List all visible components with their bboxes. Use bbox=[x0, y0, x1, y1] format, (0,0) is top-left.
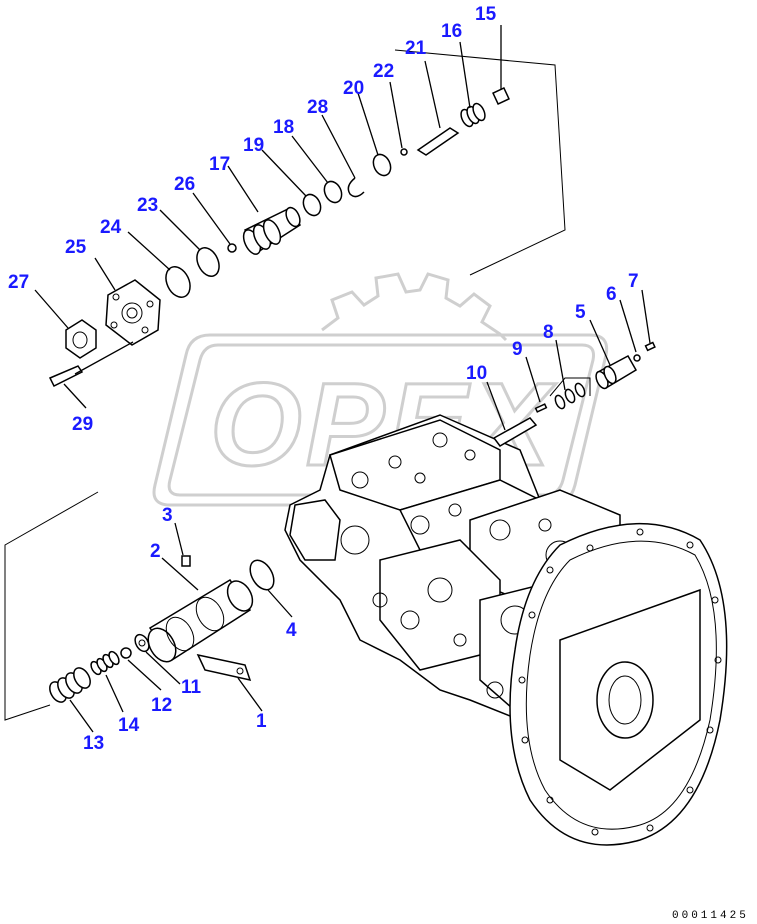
callout-10: 10 bbox=[466, 363, 487, 384]
right-parts bbox=[492, 341, 656, 447]
callout-6: 6 bbox=[606, 284, 617, 305]
callout-8: 8 bbox=[543, 322, 554, 343]
part-2-sleeve bbox=[147, 578, 254, 663]
part-3-plug bbox=[181, 555, 191, 567]
callout-26: 26 bbox=[174, 174, 195, 195]
callout-24: 24 bbox=[100, 217, 122, 238]
callout-9: 9 bbox=[512, 339, 523, 360]
part-26-nut bbox=[227, 243, 237, 253]
part-28-snap-ring bbox=[347, 177, 365, 198]
drawing-number: 00011425 bbox=[672, 910, 749, 922]
part-16-spring bbox=[460, 102, 486, 128]
callout-25: 25 bbox=[65, 237, 87, 258]
upper-group-frame bbox=[394, 49, 566, 276]
part-19-oring bbox=[302, 193, 322, 217]
part-7-screw bbox=[644, 341, 656, 352]
part-22-ring bbox=[400, 148, 408, 156]
part-11-washer bbox=[134, 633, 150, 653]
callout-22: 22 bbox=[373, 61, 394, 82]
part-17-sleeve bbox=[242, 206, 302, 255]
callout-17: 17 bbox=[209, 154, 230, 175]
callout-4: 4 bbox=[286, 620, 297, 641]
callout-13: 13 bbox=[83, 733, 104, 754]
callout-29: 29 bbox=[72, 414, 93, 435]
callout-2: 2 bbox=[150, 541, 161, 562]
callout-20: 20 bbox=[343, 78, 364, 99]
callout-28: 28 bbox=[307, 97, 328, 118]
callout-21: 21 bbox=[405, 38, 427, 59]
part-1-plate bbox=[196, 653, 252, 682]
part-20-oring bbox=[372, 153, 392, 177]
part-4-oring bbox=[249, 559, 275, 591]
watermark-gear bbox=[321, 272, 508, 342]
part-5-sleeve bbox=[595, 354, 638, 390]
upper-parts bbox=[48, 87, 510, 388]
leader-lines bbox=[34, 25, 651, 733]
callout-18: 18 bbox=[273, 117, 294, 138]
callout-12: 12 bbox=[151, 695, 172, 716]
callout-3: 3 bbox=[162, 505, 173, 526]
part-21-spool bbox=[416, 127, 460, 156]
callout-15: 15 bbox=[475, 4, 497, 25]
part-13-spring bbox=[49, 667, 91, 703]
callout-19: 19 bbox=[243, 135, 264, 156]
callout-27: 27 bbox=[8, 272, 29, 293]
lower-parts bbox=[49, 555, 275, 703]
callout-labels: 1 2 3 4 5 6 7 8 9 10 11 12 13 14 15 16 1… bbox=[8, 4, 639, 754]
lower-group-frame bbox=[4, 491, 99, 721]
callout-7: 7 bbox=[628, 271, 639, 292]
callout-1: 1 bbox=[256, 711, 267, 732]
part-29-bolt bbox=[48, 365, 84, 388]
callout-11: 11 bbox=[181, 677, 202, 698]
part-12-nut bbox=[120, 647, 132, 659]
part-10-spool bbox=[492, 417, 538, 447]
part-9-pin bbox=[534, 403, 548, 413]
callout-16: 16 bbox=[441, 21, 462, 42]
part-27-plug bbox=[65, 319, 97, 359]
part-14-spring bbox=[90, 650, 120, 676]
callout-14: 14 bbox=[118, 715, 140, 736]
callout-5: 5 bbox=[575, 302, 586, 323]
flange-housing bbox=[509, 522, 728, 846]
part-15-plug bbox=[492, 87, 510, 105]
part-24-oring bbox=[165, 266, 191, 298]
part-23-oring bbox=[196, 247, 220, 277]
part-25-cover bbox=[105, 279, 161, 346]
part-18-oring bbox=[323, 180, 343, 204]
part-8-orings bbox=[554, 382, 586, 410]
part-6-ring bbox=[633, 354, 641, 362]
callout-23: 23 bbox=[137, 195, 158, 216]
